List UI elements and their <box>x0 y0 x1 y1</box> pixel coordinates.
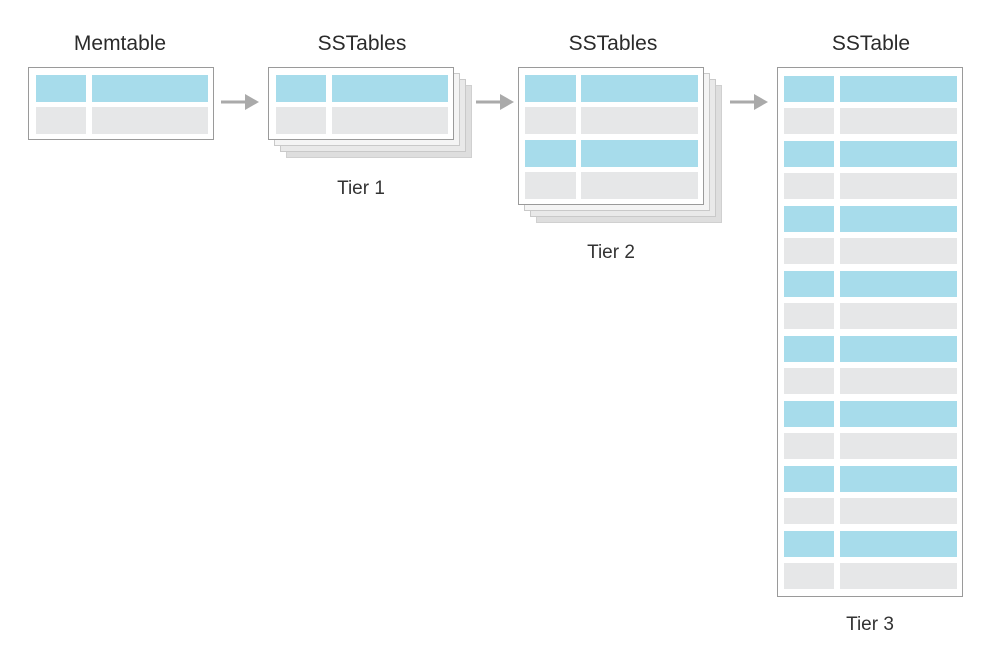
sstable-key-cell <box>784 563 834 589</box>
sstable-key-cell <box>525 172 576 199</box>
sstable-key-cell <box>784 498 834 524</box>
sstable-key-cell <box>784 206 834 232</box>
sstable-value-cell <box>840 108 957 134</box>
arrow-right-icon <box>221 94 259 110</box>
sstables-tier2-title: SSTables <box>568 32 658 55</box>
tier2-label: Tier 2 <box>587 242 635 263</box>
memtable-key-cell <box>36 75 86 102</box>
sstable-value-cell <box>840 271 957 297</box>
sstable-value-cell <box>581 75 698 102</box>
sstable-value-cell <box>840 466 957 492</box>
arrow-right-icon <box>730 94 768 110</box>
tier3-label: Tier 3 <box>846 614 894 635</box>
sstable-value-cell <box>840 206 957 232</box>
sstable-key-cell <box>525 107 576 134</box>
sstable-value-cell <box>840 173 957 199</box>
sstable-tier1-block <box>268 67 454 140</box>
sstable-value-cell <box>840 368 957 394</box>
sstable-value-cell <box>840 498 957 524</box>
sstable-key-cell <box>784 108 834 134</box>
sstable-key-cell <box>784 76 834 102</box>
sstable-value-cell <box>840 563 957 589</box>
sstable-value-cell <box>332 75 448 102</box>
sstable-value-cell <box>840 76 957 102</box>
sstable-value-cell <box>332 107 448 134</box>
sstable-key-cell <box>525 75 576 102</box>
memtable-key-cell <box>36 107 86 134</box>
memtable-value-cell <box>92 75 208 102</box>
sstable-value-cell <box>581 172 698 199</box>
sstable-key-cell <box>784 271 834 297</box>
memtable-title: Memtable <box>73 32 167 55</box>
sstable-key-cell <box>784 173 834 199</box>
memtable-block <box>28 67 214 140</box>
sstable-tier3-title: SSTable <box>831 32 911 55</box>
sstable-value-cell <box>581 140 698 167</box>
sstable-tier2-block <box>518 67 704 205</box>
sstable-key-cell <box>784 368 834 394</box>
sstable-value-cell <box>840 433 957 459</box>
sstable-key-cell <box>784 433 834 459</box>
sstable-key-cell <box>784 466 834 492</box>
sstable-value-cell <box>840 401 957 427</box>
sstable-tier3-block <box>777 67 963 597</box>
sstable-key-cell <box>784 141 834 167</box>
sstable-value-cell <box>840 531 957 557</box>
memtable-value-cell <box>92 107 208 134</box>
sstable-value-cell <box>581 107 698 134</box>
tier1-label: Tier 1 <box>337 178 385 199</box>
sstable-value-cell <box>840 336 957 362</box>
sstable-key-cell <box>525 140 576 167</box>
sstable-value-cell <box>840 141 957 167</box>
sstable-key-cell <box>276 75 326 102</box>
sstable-key-cell <box>784 401 834 427</box>
sstable-value-cell <box>840 238 957 264</box>
sstable-key-cell <box>276 107 326 134</box>
sstable-key-cell <box>784 531 834 557</box>
sstables-tier1-title: SSTables <box>317 32 407 55</box>
sstable-value-cell <box>840 303 957 329</box>
sstable-key-cell <box>784 336 834 362</box>
sstable-key-cell <box>784 238 834 264</box>
sstable-key-cell <box>784 303 834 329</box>
arrow-right-icon <box>476 94 514 110</box>
